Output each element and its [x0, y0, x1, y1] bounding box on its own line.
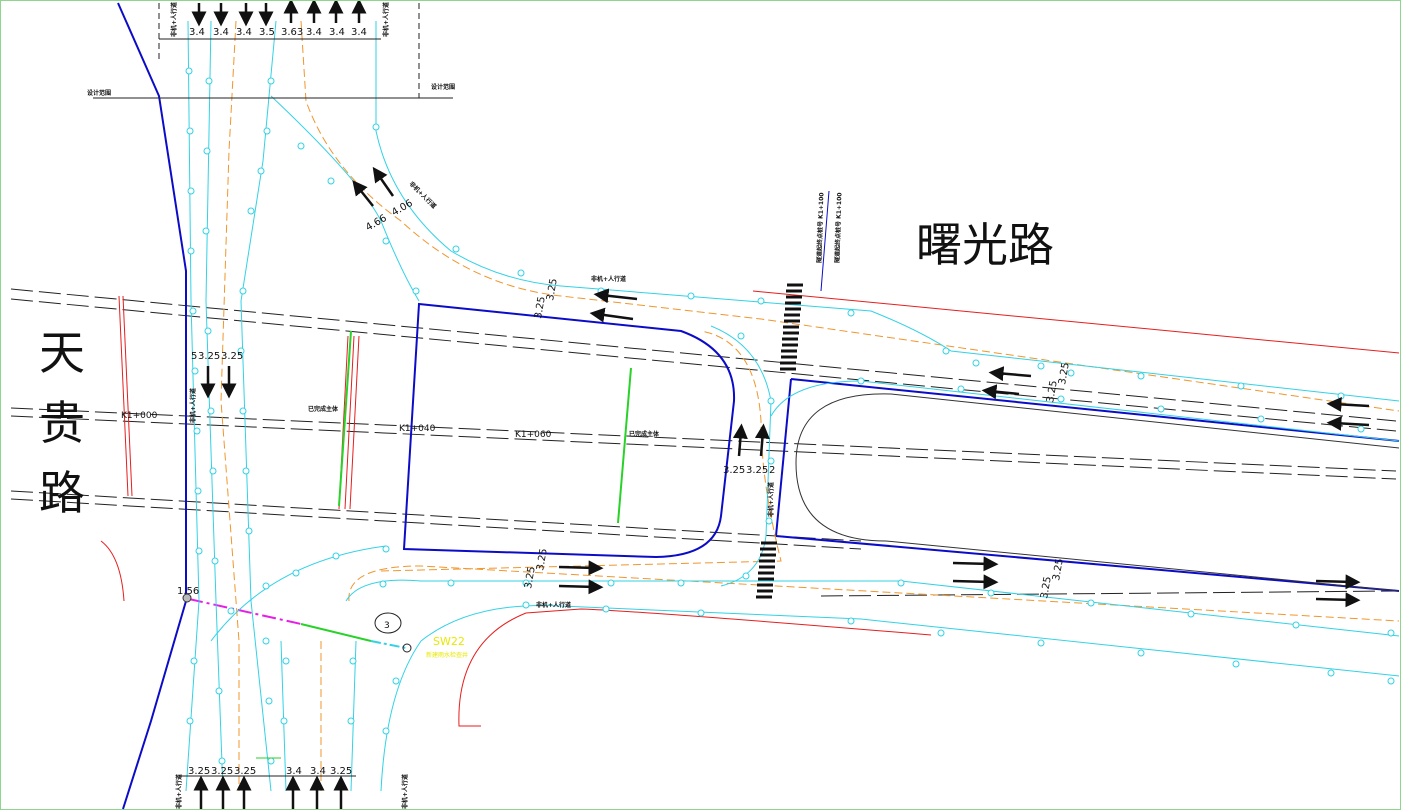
svg-text:3.25: 3.25 [1051, 558, 1066, 582]
svg-text:3.25: 3.25 [188, 766, 210, 777]
mark-number: 3 [384, 621, 390, 631]
station-k1100-a: 隧道起终点桩号 K1+100 [815, 192, 825, 263]
station-k1060: K1+060 [515, 430, 552, 440]
svg-text:3.25: 3.25 [1039, 576, 1054, 600]
top-boundary [93, 3, 453, 777]
road-name-shuguang: 曙光路 [916, 218, 1054, 272]
svg-text:3.25: 3.25 [1057, 362, 1072, 386]
lane-arrows [191, 1, 1370, 809]
note-design-range-right: 设计范围 [431, 83, 455, 91]
svg-text:3.25: 3.25 [533, 296, 548, 320]
svg-text:3.25: 3.25 [723, 465, 745, 476]
well-code: SW22 [433, 635, 465, 648]
svg-text:3.25: 3.25 [545, 278, 560, 302]
svg-text:3.4: 3.4 [329, 27, 345, 38]
lane-label-bottom-left: 非机+人行道 [175, 774, 183, 809]
green-lines [300, 330, 632, 642]
elev-point-icon [182, 593, 192, 603]
svg-text:3.25: 3.25 [1045, 380, 1060, 404]
svg-text:3.4: 3.4 [286, 766, 302, 777]
svg-text:3.25: 3.25 [234, 766, 256, 777]
lane-label-bottom-right: 非机+人行道 [401, 774, 409, 809]
cyan-edges [185, 20, 1400, 792]
svg-text:4.06: 4.06 [390, 198, 415, 219]
dims-bottom: 3.25 3.25 3.25 3.4 3.4 3.25 [188, 766, 352, 777]
orange-lines [220, 20, 1400, 791]
svg-text:3.25: 3.25 [330, 766, 352, 777]
svg-text:3.4: 3.4 [306, 27, 322, 38]
station-k1040: K1+040 [399, 424, 436, 434]
road-name-tiangui-3: 路 [39, 466, 85, 520]
svg-text:5: 5 [191, 351, 197, 362]
left-blue-edge [117, 2, 187, 810]
station-k1000: K1+000 [121, 411, 158, 421]
well-desc: 新建雨水检查井 [426, 651, 468, 659]
svg-text:3.25: 3.25 [523, 566, 538, 590]
well-icon [402, 643, 412, 653]
svg-text:3.63: 3.63 [281, 27, 303, 38]
lane-label-left-mid: 非机+人行道 [189, 388, 197, 423]
tunnel-dash-lines [10, 288, 1397, 597]
svg-text:3.25: 3.25 [211, 766, 233, 777]
lane-label-right-west: 非机+人行道 [767, 482, 775, 517]
svg-text:3.25: 3.25 [221, 351, 243, 362]
road-name-tiangui-1: 天 [39, 326, 85, 380]
svg-text:3.4: 3.4 [310, 766, 326, 777]
cyan-pipe [370, 640, 407, 649]
dims-top: 3.4 3.4 3.4 3.5 3.63 3.4 3.4 3.4 [189, 27, 367, 38]
svg-text:3.4: 3.4 [189, 27, 205, 38]
note-done-main-left: 已完成主体 [308, 405, 339, 413]
svg-text:3.25: 3.25 [535, 548, 550, 572]
east-tunnel-outline [775, 378, 1400, 592]
note-done-main-right: 已完成主体 [629, 430, 660, 438]
lane-label-south: 非机+人行道 [536, 601, 571, 609]
svg-text:3.4: 3.4 [236, 27, 252, 38]
note-design-range-left: 设计范围 [87, 89, 111, 97]
svg-text:2: 2 [769, 465, 775, 476]
lane-label-top-right: 非机+人行道 [382, 2, 390, 37]
svg-text:3.25: 3.25 [746, 465, 768, 476]
crosswalk-north [780, 283, 803, 371]
red-edges [100, 290, 1400, 727]
svg-text:3.4: 3.4 [351, 27, 367, 38]
magenta-pipe [188, 598, 302, 625]
crosswalk-south [756, 541, 777, 599]
lane-label-north: 非机+人行道 [591, 275, 626, 283]
station-k1100-b: 隧道起终点桩号 K1+100 [833, 192, 843, 263]
station-k1100-line [820, 190, 830, 292]
svg-text:3.5: 3.5 [259, 27, 275, 38]
cyan-nodes [185, 67, 1395, 765]
mark-circle [374, 612, 402, 634]
svg-text:1.56: 1.56 [177, 586, 199, 597]
svg-text:3.4: 3.4 [213, 27, 229, 38]
completed-structure-outline [402, 302, 736, 559]
svg-text:3.25: 3.25 [198, 351, 220, 362]
lane-label-top-left: 非机+人行道 [170, 2, 178, 37]
road-name-tiangui-2: 贵 [39, 396, 85, 450]
